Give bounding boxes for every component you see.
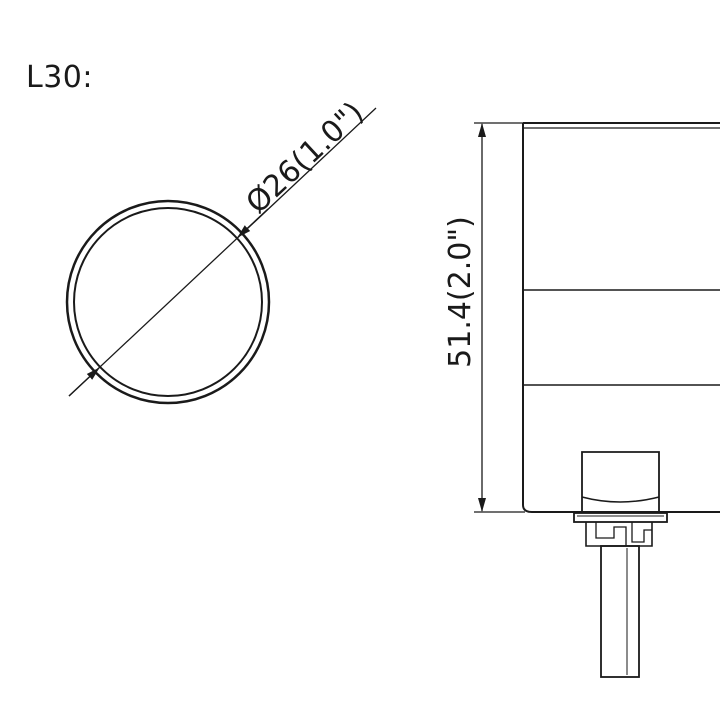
connector-window [581,451,660,512]
outer-ring [65,199,271,405]
height-label: 51.4(2.0") [443,216,478,368]
connector-window-curve [581,496,660,503]
housing-body [522,122,720,513]
side-view: 51.4(2.0") [443,122,720,678]
diameter-arrow-upper [237,208,269,238]
diameter-arrow-lower [68,367,100,397]
inner-ring [73,207,263,397]
diameter-label: Ø26(1.0") [240,95,371,221]
connector-flange [573,512,668,523]
top-view: Ø26(1.0") [65,95,377,405]
diameter-dimension-line [68,107,377,397]
model-label: L30: [26,60,93,95]
connector-neck-detail [595,522,652,546]
cable [600,545,640,678]
